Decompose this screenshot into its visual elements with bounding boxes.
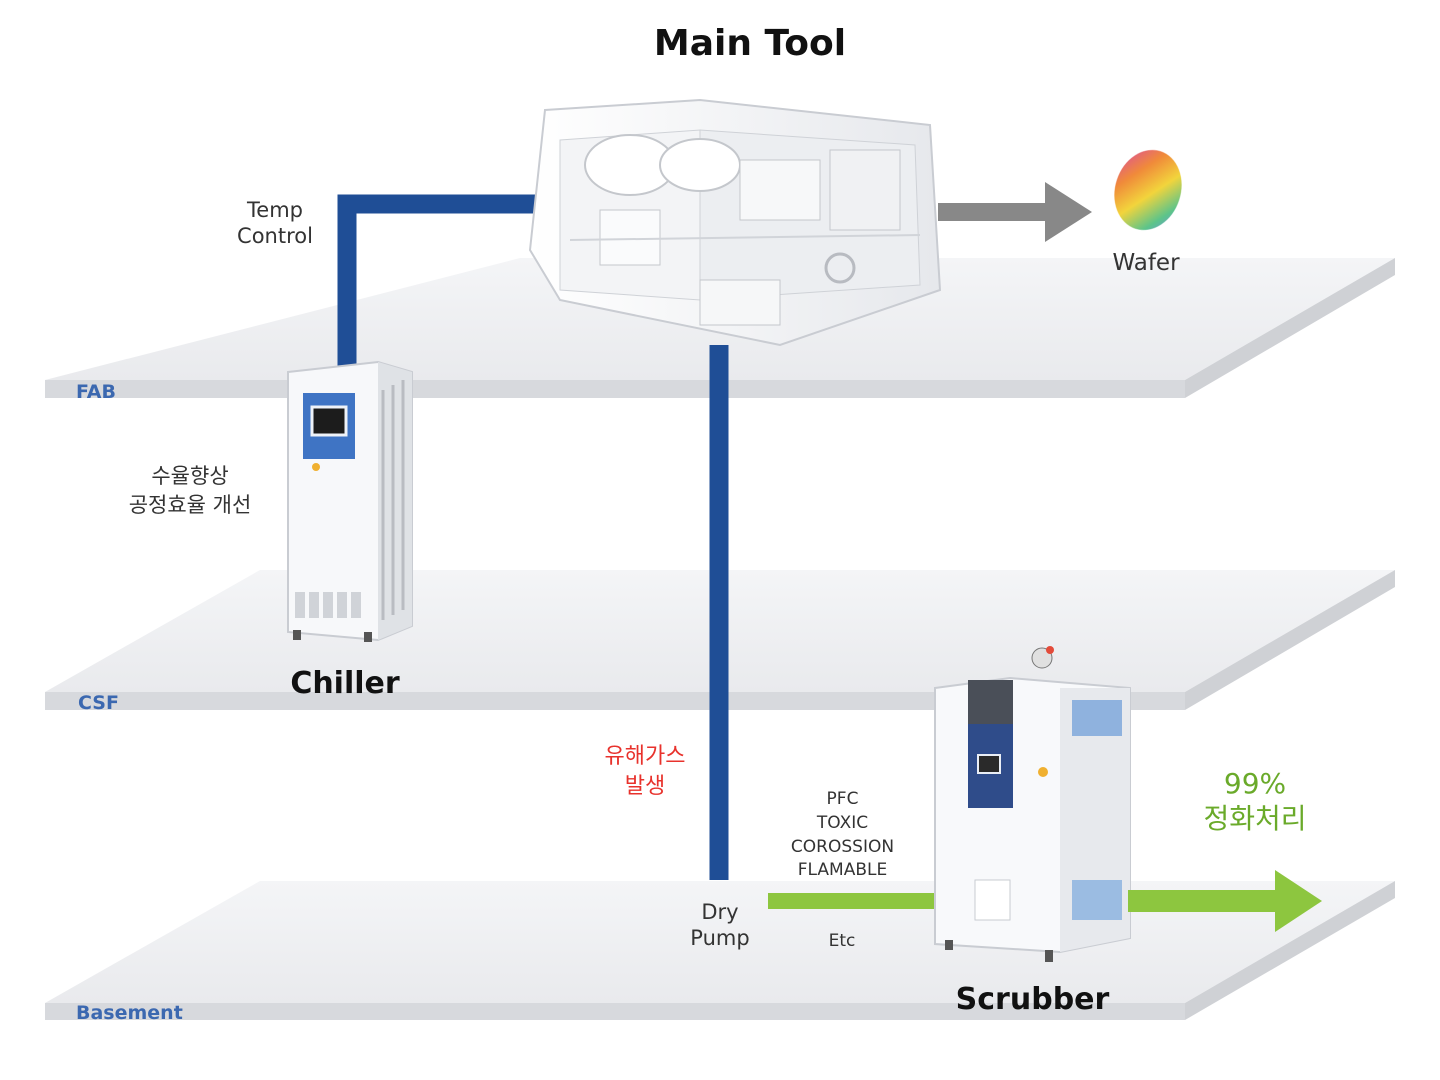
dry-pump-line-1: Dry [701,900,739,924]
gas-etc-label: Etc [828,931,856,951]
temp-control-line-2: Control [237,223,313,248]
temp-control-line-1: Temp [247,198,303,222]
dry-pump-line-2: Pump [690,925,750,950]
chiller-benefit-label: 수율향상 공정효율 개선 [100,462,280,521]
main-tool-machine [528,98,942,347]
gas-type-3: COROSSION [790,836,895,857]
gas-type-4: FLAMABLE [797,860,888,881]
harmful-gas-line-1: 유해가스 [604,744,686,769]
result-line-1: 99% [1223,767,1287,800]
gas-line [768,893,938,909]
chiller-benefit-line-1: 수율향상 [151,464,229,488]
harmful-gas-label: 유해가스 발생 [585,742,705,801]
chiller-benefit-line-2: 공정효율 개선 [128,493,252,518]
chiller-machine [287,360,413,642]
scrubber-machine [934,646,1131,962]
wafer-disc [1113,149,1183,231]
temp-control-label: Temp Control [210,198,340,249]
chiller-label: Chiller [290,666,400,701]
wafer-label: Wafer [1112,250,1180,276]
gas-type-1: PFC [826,789,859,809]
gas-types-label: PFC TOXIC COROSSION FLAMABLE [770,788,915,883]
scrubber-label: Scrubber [955,982,1110,1017]
floor-label-fab: FAB [76,381,116,403]
output-arrow [938,182,1092,242]
main-tool-title: Main Tool [653,23,847,64]
result-line-2: 정화처리 [1203,802,1307,835]
floor-label-basement: Basement [76,1002,183,1024]
gas-type-2: TOXIC [816,812,869,833]
harmful-gas-line-2: 발생 [624,773,666,799]
result-label: 99% 정화처리 [1180,766,1330,836]
dry-pump-label: Dry Pump [665,900,775,951]
temp-control-pipe [337,194,540,370]
floor-label-csf: CSF [78,692,119,714]
result-arrow [1128,870,1322,932]
